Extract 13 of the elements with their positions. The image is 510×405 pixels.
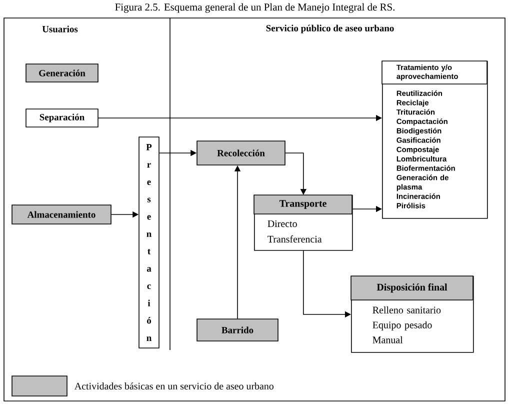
process-box: Almacenamiento (12, 204, 112, 224)
title: Figura 2.5. Esquema general de un Plan de Manejo Integral de RS. (115, 3, 394, 13)
process-box: Separación (26, 108, 98, 128)
column-heading: Servicio público de aseo urbano (266, 24, 394, 34)
list-box: Transporte Directo Transferencia (254, 194, 353, 251)
arrow (285, 152, 307, 195)
column-heading: Usuarios (42, 26, 78, 32)
process-box: Recolección (196, 140, 286, 166)
process-box: Barrido (196, 318, 278, 342)
legend-text: Actividades básicas en un servicio de aseo urbano (74, 382, 274, 390)
process-box: Generación (26, 64, 98, 82)
list-box: Disposición final Relleno sanitario Equipo pesado Manual (350, 276, 474, 353)
vertical-box: Presentación (138, 136, 160, 348)
